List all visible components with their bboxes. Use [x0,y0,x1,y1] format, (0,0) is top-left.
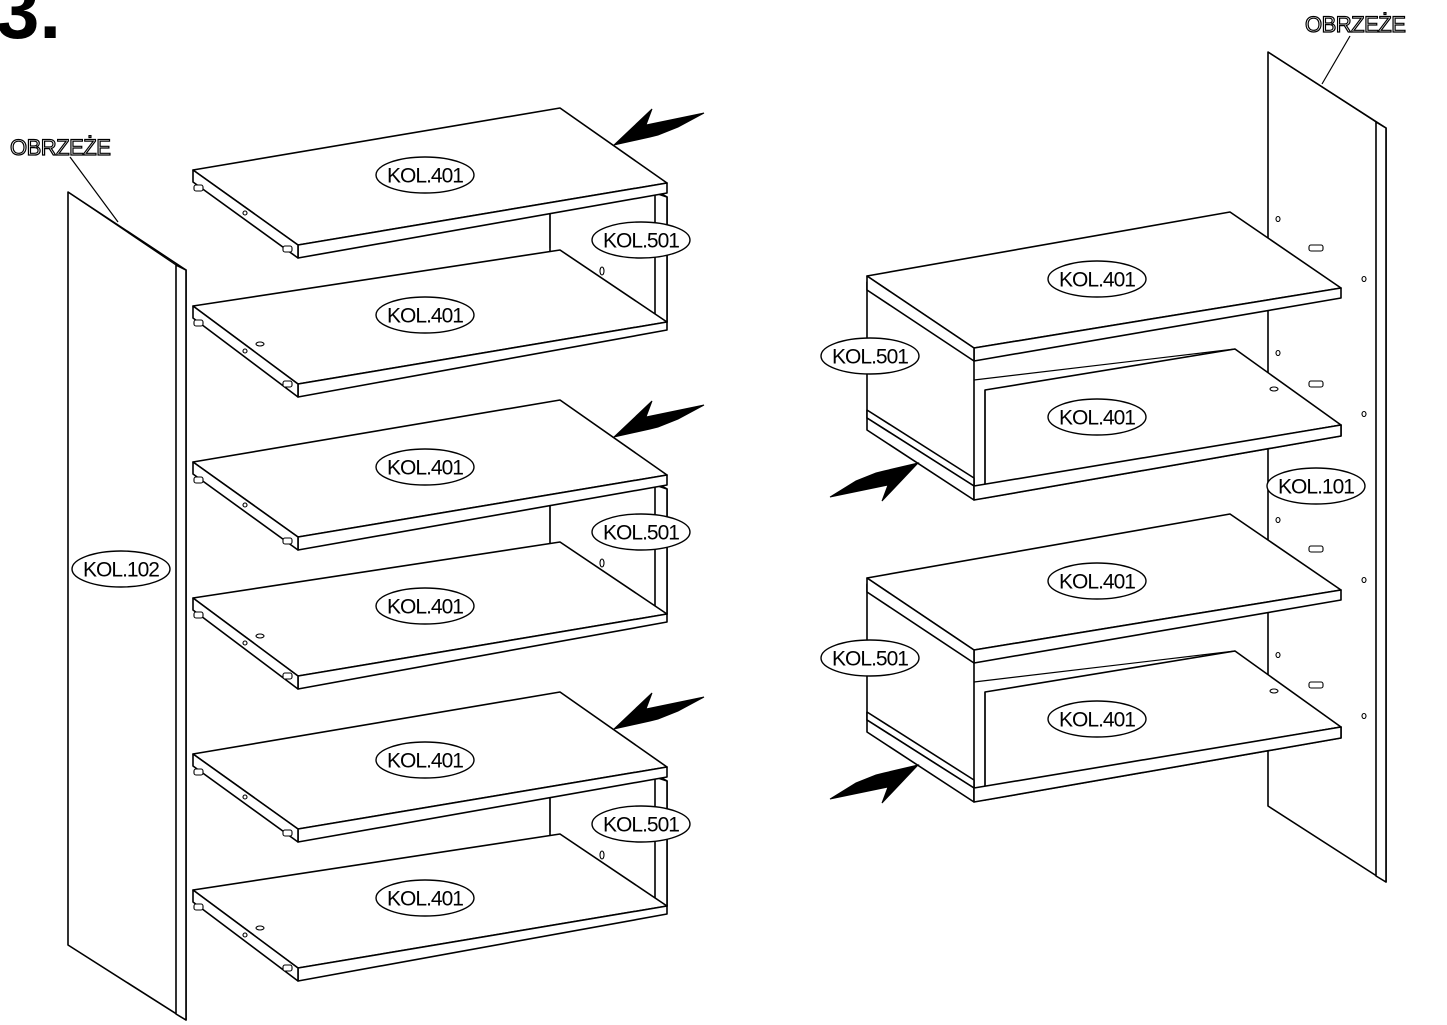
label-right-divider-1: KOL.501 [820,337,920,375]
svg-text:KOL.401: KOL.401 [387,750,463,773]
part-labels: KOL.102KOL.401KOL.401KOL.401KOL.401KOL.4… [71,156,1366,917]
insert-arrow-right-2 [829,764,920,804]
insert-arrow-right-1 [829,462,920,502]
label-right-divider-2: KOL.501 [820,639,920,677]
svg-text:KOL.401: KOL.401 [1059,571,1135,594]
label-left-shelf-1: KOL.401 [375,156,475,194]
svg-text:KOL.401: KOL.401 [387,305,463,328]
label-right-shelf-3: KOL.401 [1047,562,1147,600]
label-right-shelf-2: KOL.401 [1047,398,1147,436]
svg-text:KOL.401: KOL.401 [387,457,463,480]
label-left-divider-3: KOL.501 [591,805,691,843]
svg-text:KOL.501: KOL.501 [603,230,679,253]
insert-arrow-left-2 [612,400,705,438]
svg-text:KOL.401: KOL.401 [387,888,463,911]
label-left-shelf-6: KOL.401 [375,879,475,917]
svg-text:KOL.501: KOL.501 [832,346,908,369]
left-side-panel [67,191,187,1021]
label-left-divider-1: KOL.501 [591,221,691,259]
label-right-shelf-1: KOL.401 [1047,260,1147,298]
label-right-shelf-4: KOL.401 [1047,700,1147,738]
label-side-left: KOL.102 [71,550,171,588]
svg-text:KOL.401: KOL.401 [1059,269,1135,292]
insert-arrow-left-3 [612,692,705,730]
svg-text:KOL.501: KOL.501 [832,648,908,671]
svg-text:KOL.501: KOL.501 [603,522,679,545]
edge-label-left: OBRZEŻE [9,134,119,223]
svg-text:KOL.401: KOL.401 [387,165,463,188]
svg-text:KOL.102: KOL.102 [83,559,159,582]
label-left-shelf-3: KOL.401 [375,448,475,486]
svg-text:KOL.501: KOL.501 [603,814,679,837]
label-side-right: KOL.101 [1266,467,1366,505]
svg-text:OBRZEŻE: OBRZEŻE [1305,12,1405,37]
svg-text:KOL.401: KOL.401 [387,596,463,619]
label-left-shelf-5: KOL.401 [375,741,475,779]
svg-text:OBRZEŻE: OBRZEŻE [10,135,110,160]
step-number: 3. [0,0,61,55]
insert-arrow-left-1 [612,108,705,146]
right-side-panel [1267,51,1387,883]
svg-text:KOL.101: KOL.101 [1278,476,1354,499]
edge-label-right: OBRZEŻE [1304,11,1407,85]
label-left-shelf-4: KOL.401 [375,587,475,625]
svg-text:KOL.401: KOL.401 [1059,407,1135,430]
label-left-divider-2: KOL.501 [591,513,691,551]
svg-text:KOL.401: KOL.401 [1059,709,1135,732]
label-left-shelf-2: KOL.401 [375,296,475,334]
right-panel-fittings [1275,215,1367,720]
